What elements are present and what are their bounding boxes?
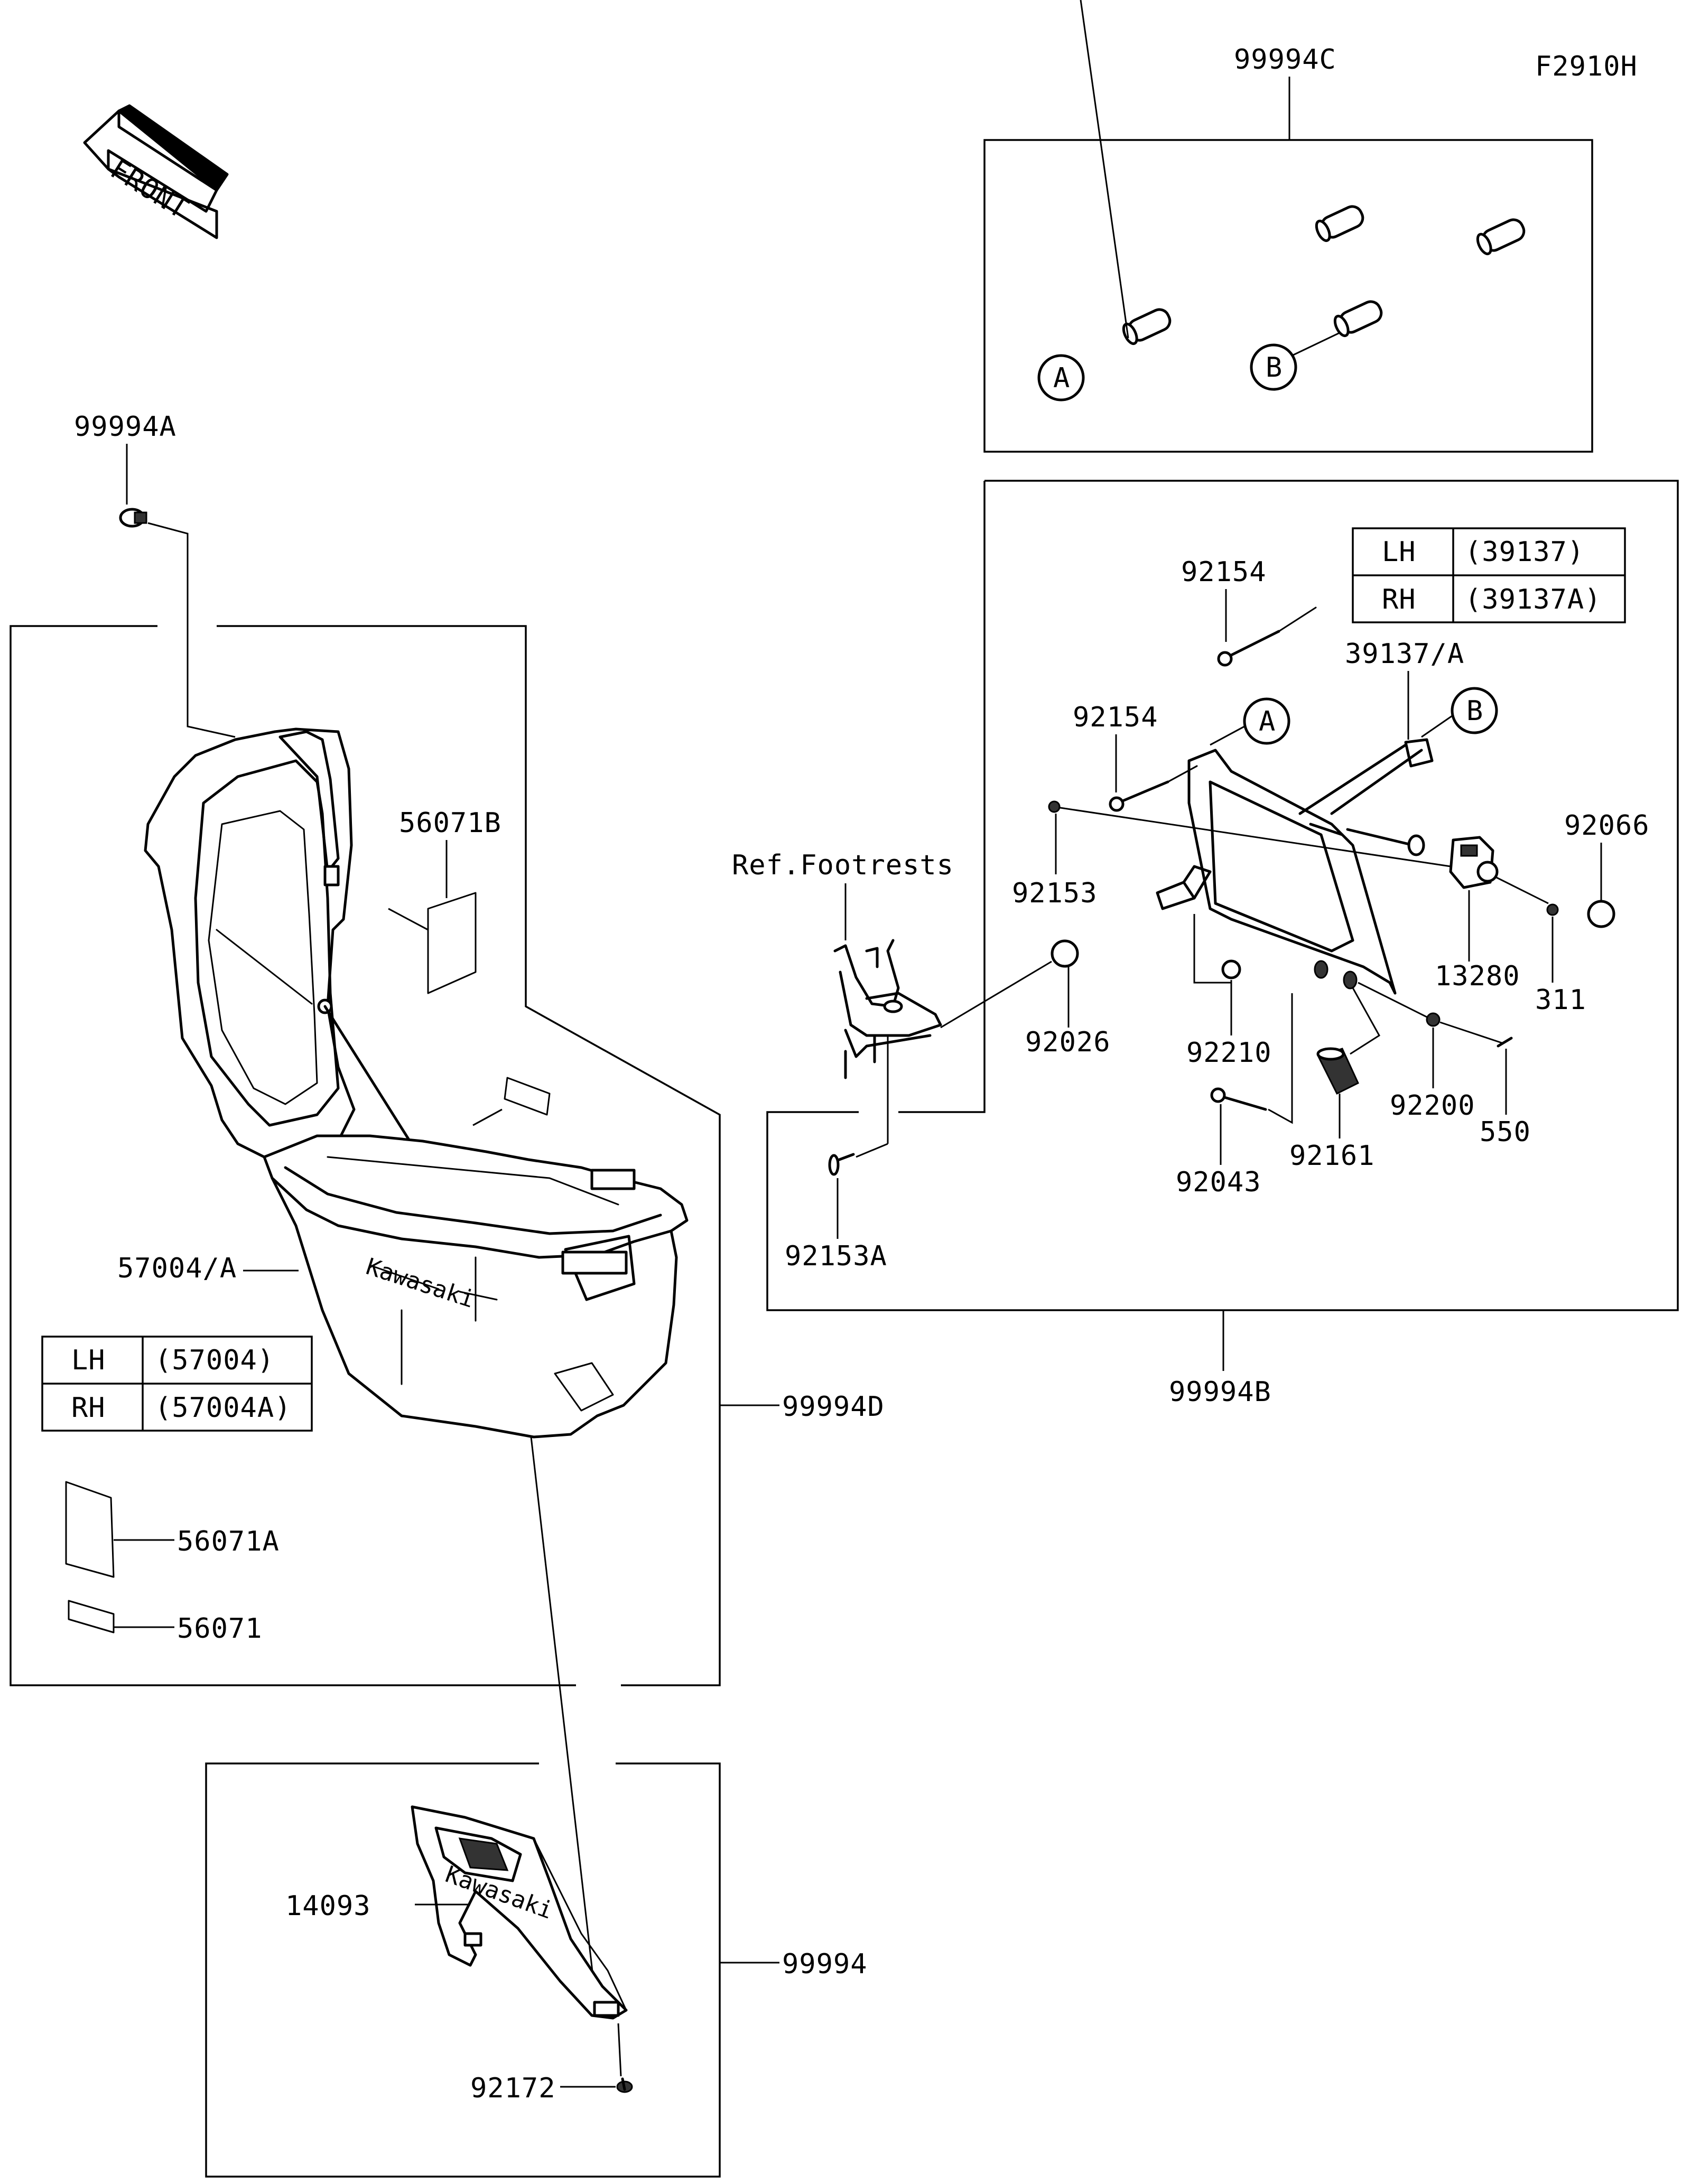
label-550: 550	[1480, 1116, 1531, 1148]
spacer-parts	[1122, 205, 1526, 346]
table-57004: LH (57004) RH (57004A)	[41, 1336, 313, 1432]
rubber-92161	[1316, 1047, 1359, 1095]
cover-14093: Kawasaki	[411, 1805, 628, 2020]
table-57004-side-rh: RH	[71, 1392, 106, 1424]
label-14093: 14093	[285, 1890, 371, 1922]
label-92066: 92066	[1564, 810, 1650, 842]
table-39137: LH (39137) RH (39137A)	[1352, 527, 1626, 623]
label-56071B: 56071B	[399, 807, 501, 839]
kit-label-99994D: 99994D	[782, 1391, 885, 1423]
kit-box-99994C	[983, 139, 1593, 453]
clamp-13280	[1449, 836, 1499, 889]
bolt-92043	[1210, 1087, 1267, 1111]
label-92210: 92210	[1186, 1037, 1272, 1069]
label-92153A: 92153A	[785, 1240, 887, 1272]
front-direction-arrow-icon: FRONT	[83, 104, 229, 239]
kit-99994C-group: 99994C A B	[983, 0, 1593, 453]
kit-99994-group: 99994 Kawasaki 14093 92172	[205, 1762, 868, 2178]
footrest-bracket	[833, 939, 942, 1079]
marker-a-label: A	[1053, 362, 1070, 394]
marker-a2-circle	[1243, 697, 1290, 745]
label-311: 311	[1535, 984, 1586, 1016]
table-57004-part-lh: (57004)	[155, 1345, 274, 1376]
screw-92172	[616, 2077, 633, 2093]
nut-311	[1546, 903, 1559, 916]
label-92153: 92153	[1012, 878, 1098, 909]
label-57004A: 57004/A	[117, 1253, 237, 1284]
kit-label-99994C: 99994C	[1234, 44, 1336, 76]
pin-550	[1497, 1037, 1513, 1048]
marker-b-label: B	[1266, 352, 1283, 384]
bolt-92154-top	[1217, 606, 1317, 667]
bolt-92154-mid	[1109, 765, 1198, 812]
label-92154-mid: 92154	[1073, 702, 1158, 733]
kit-box-99994D	[10, 625, 576, 1686]
kit-label-99994B: 99994B	[1169, 1376, 1271, 1408]
marker-a-circle	[1037, 354, 1085, 402]
marker-b-circle	[1250, 343, 1297, 391]
label-56071A: 56071A	[177, 1526, 280, 1557]
screw-92153A	[828, 1153, 855, 1176]
label-39137A: 39137/A	[1345, 638, 1464, 670]
label-92172: 92172	[470, 2073, 556, 2104]
figure-code: F2910H	[1535, 51, 1638, 82]
label-92026: 92026	[1025, 1026, 1111, 1058]
marker-a2-label: A	[1259, 706, 1276, 738]
collar-92026	[1051, 939, 1079, 968]
marker-b2-label: B	[1466, 695, 1483, 727]
nut-92210	[1221, 959, 1241, 979]
washer-92200	[1426, 1012, 1441, 1027]
label-92200: 92200	[1390, 1090, 1475, 1122]
bracket-frame-39137	[1156, 738, 1434, 995]
kit-box-99994	[205, 1762, 721, 2178]
label-92043: 92043	[1176, 1166, 1261, 1198]
table-39137-part-rh: (39137A)	[1465, 584, 1601, 615]
pannier-case-57004: Kawasaki	[144, 727, 689, 1439]
screw-92153	[1048, 800, 1061, 813]
sticker-56071	[68, 1600, 115, 1634]
table-57004-part-rh: (57004A)	[155, 1392, 291, 1424]
label-92154-top: 92154	[1181, 556, 1267, 588]
label-ref-footrests: Ref.Footrests	[732, 850, 954, 881]
kit-label-99994: 99994	[782, 1948, 868, 1980]
table-39137-side-rh: RH	[1382, 584, 1416, 615]
sticker-56071A	[65, 1481, 115, 1578]
cap-92066	[1587, 900, 1615, 928]
bolt-99994A	[119, 508, 147, 528]
table-57004-side-lh: LH	[71, 1345, 106, 1376]
kit-99994D-group: 99994D Kawasaki 57004/A	[10, 625, 885, 2013]
sticker-56071B	[427, 892, 477, 994]
label-99994A: 99994A	[74, 411, 176, 443]
label-92161: 92161	[1289, 1140, 1375, 1172]
kit-99994B-group: 99994B LH (39137) RH (39137A) 92154 9215…	[732, 480, 1679, 1408]
table-39137-side-lh: LH	[1382, 536, 1416, 568]
table-39137-part-lh: (39137)	[1465, 536, 1584, 568]
marker-b2-circle	[1451, 687, 1498, 734]
label-56071: 56071	[177, 1613, 263, 1645]
label-13280: 13280	[1435, 960, 1520, 992]
